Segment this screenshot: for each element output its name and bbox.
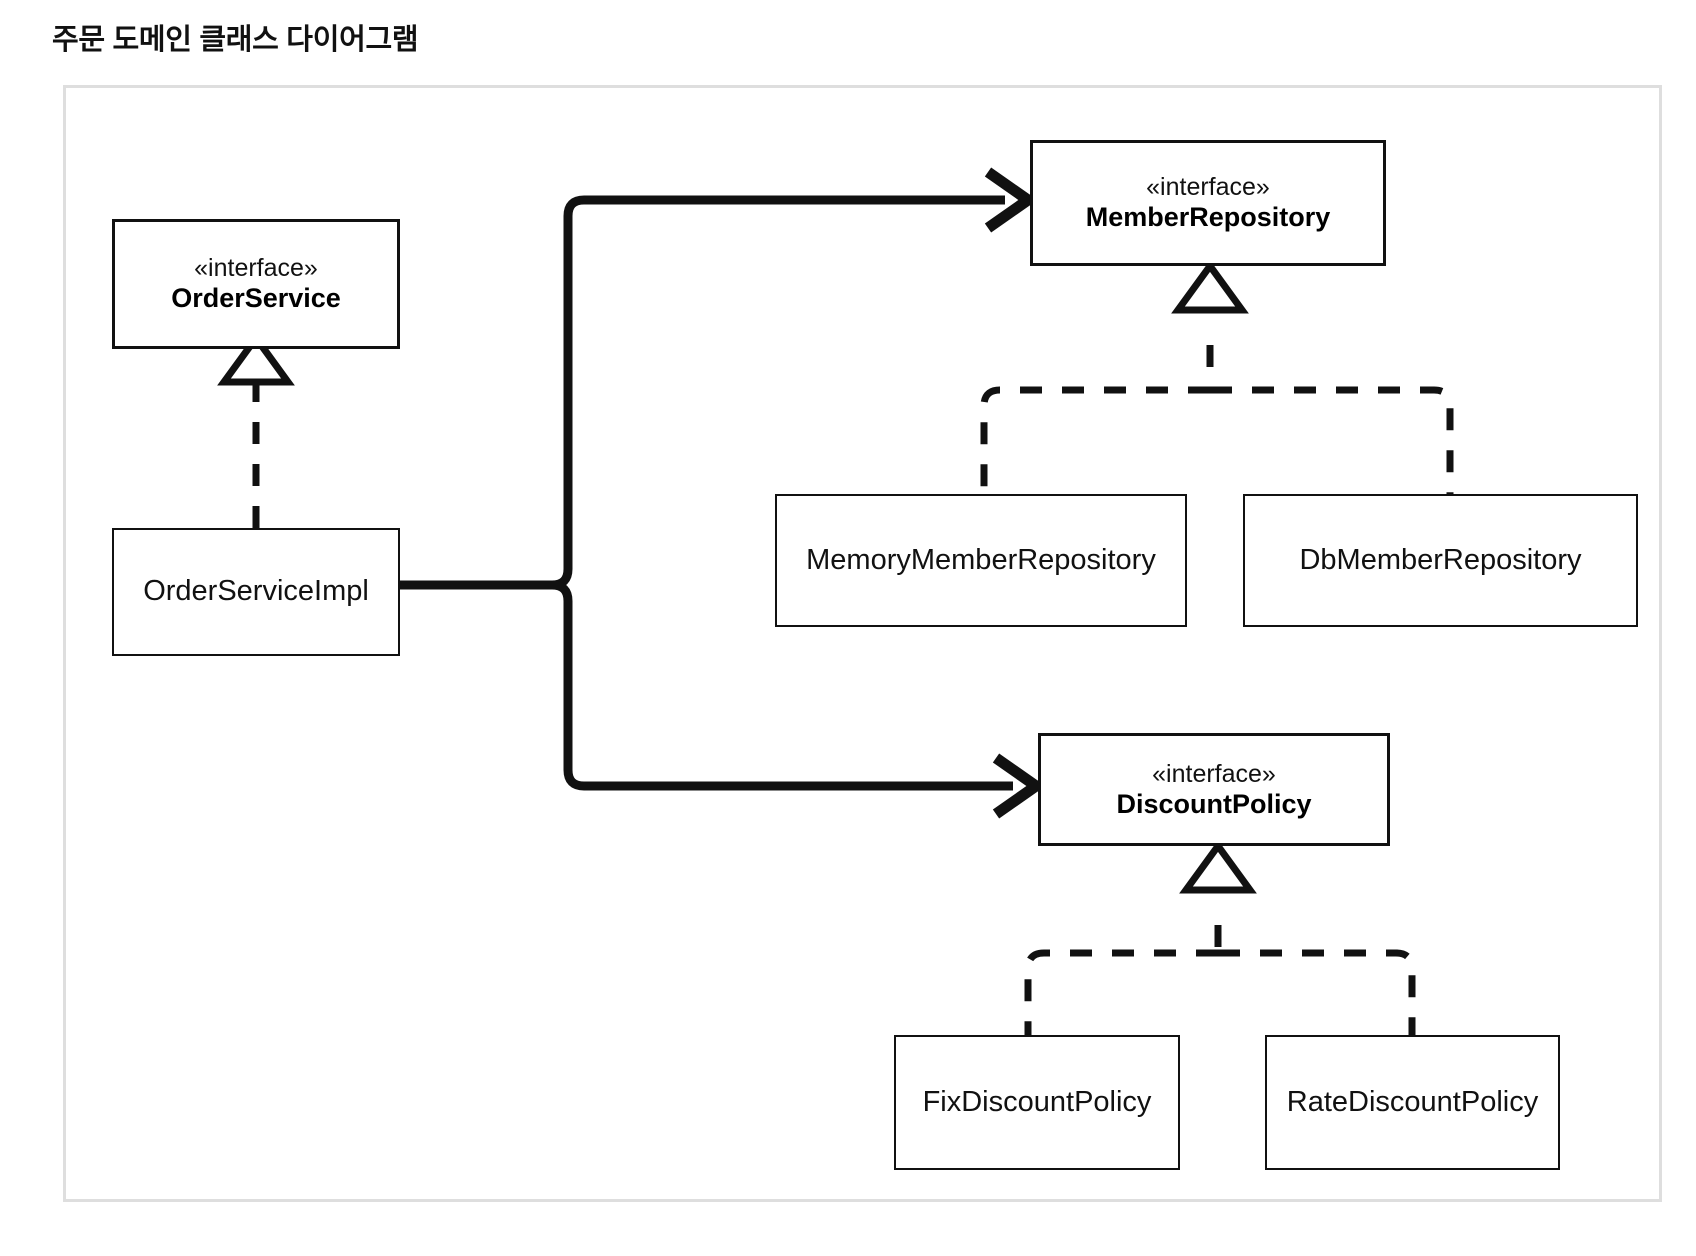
realization-edges-discountpolicy: [1024, 925, 1416, 1035]
realization-dash-memorymemberrepository: [980, 386, 1210, 494]
class-name-dbmemberrepository: DbMemberRepository: [1299, 543, 1582, 576]
class-name-orderserviceimpl: OrderServiceImpl: [143, 575, 369, 608]
hollow-triangle-icon-memberrepository: [1171, 260, 1249, 314]
stereotype-label-memberrepository: «interface»: [1146, 173, 1270, 202]
stereotype-label-discountpolicy: «interface»: [1152, 759, 1276, 788]
uml-node-memorymemberrepository[interactable]: MemoryMemberRepository: [775, 494, 1187, 627]
class-name-fixdiscountpolicy: FixDiscountPolicy: [922, 1085, 1152, 1118]
class-name-ratediscountpolicy: RateDiscountPolicy: [1286, 1085, 1539, 1118]
uml-node-dbmemberrepository[interactable]: DbMemberRepository: [1243, 494, 1638, 627]
open-arrow-icon-discountpolicy: [992, 753, 1046, 819]
class-name-orderservice: OrderService: [171, 283, 341, 314]
class-name-discountpolicy: DiscountPolicy: [1116, 788, 1312, 819]
uml-node-memberrepository[interactable]: «interface» MemberRepository: [1030, 140, 1386, 266]
uml-node-fixdiscountpolicy[interactable]: FixDiscountPolicy: [894, 1035, 1180, 1170]
association-arrowheads: [984, 167, 1046, 819]
realization-edges-memberrepository: [980, 345, 1454, 494]
hollow-triangle-icon-orderservice: [217, 332, 295, 386]
open-arrow-icon-memberrepository: [984, 167, 1038, 233]
hollow-triangle-icon-discountpolicy: [1179, 840, 1257, 894]
uml-node-discountpolicy[interactable]: «interface» DiscountPolicy: [1038, 733, 1390, 846]
class-name-memorymemberrepository: MemoryMemberRepository: [806, 543, 1156, 576]
association-edge-orderserviceimpl-to-discountpolicy: [551, 580, 1013, 791]
uml-node-orderserviceimpl[interactable]: OrderServiceImpl: [112, 528, 400, 656]
uml-node-ratediscountpolicy[interactable]: RateDiscountPolicy: [1265, 1035, 1560, 1170]
stereotype-label-orderservice: «interface»: [194, 254, 318, 283]
realization-dash-ratediscountpolicy: [1218, 949, 1416, 1035]
class-name-memberrepository: MemberRepository: [1085, 202, 1331, 233]
uml-node-orderservice[interactable]: «interface» OrderService: [112, 219, 400, 349]
association-edges: [400, 195, 1013, 791]
page-title: 주문 도메인 클래스 다이어그램: [52, 24, 419, 56]
realization-dash-dbmemberrepository: [1210, 386, 1454, 494]
realization-dash-fixdiscountpolicy: [1024, 949, 1218, 1035]
